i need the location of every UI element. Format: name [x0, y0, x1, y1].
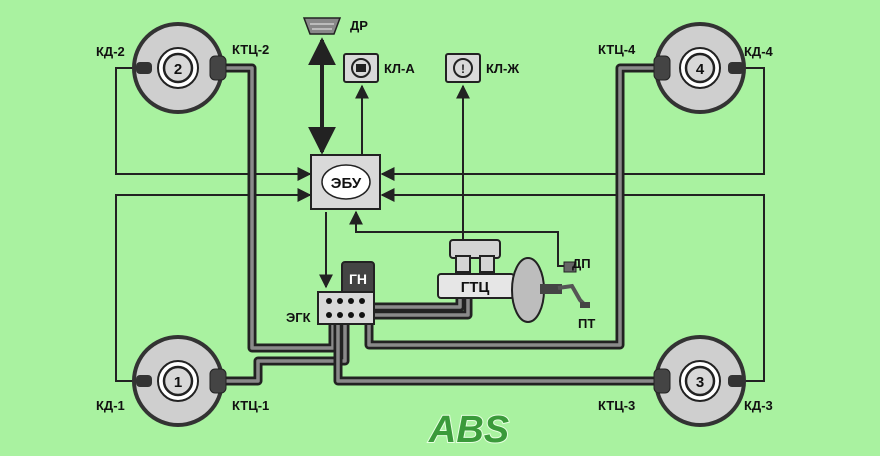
wheel-3: 3: [653, 335, 746, 427]
brake-warning-lamp: !: [445, 53, 481, 83]
klzh-label: КЛ-Ж: [486, 61, 519, 76]
wheel-1: 1: [132, 335, 227, 427]
pt-label: ПТ: [578, 316, 595, 331]
wheel-brake-cylinder: [209, 55, 227, 81]
brake-booster: [511, 257, 562, 323]
abs-logo-text: ABS: [428, 409, 509, 451]
wheel-sensor: [136, 62, 152, 74]
ktc1-label: КТЦ-1: [232, 398, 269, 413]
ktc4-label: КТЦ-4: [598, 42, 636, 57]
brake-pipes: [218, 63, 662, 386]
dp-label: ДП: [572, 256, 591, 271]
ebu-label: ЭБУ: [331, 175, 362, 192]
ktc2-label: КТЦ-2: [232, 42, 269, 57]
brake-pedal: [557, 261, 590, 308]
kd3-label: КД-3: [744, 398, 773, 413]
kd1-label: КД-1: [96, 398, 125, 413]
wheel-brake-cylinder: [653, 55, 671, 81]
hydraulic-modulator: [317, 291, 375, 325]
gtc-label: ГТЦ: [461, 279, 490, 296]
dr-label: ДР: [350, 18, 368, 33]
diagnostic-connector: [302, 17, 342, 35]
wheel-2: 2: [132, 22, 227, 114]
wheel-sensor: [728, 375, 744, 387]
master-cylinder: [437, 239, 515, 299]
wheel-number: 1: [174, 374, 182, 391]
wheel-4: 4: [653, 22, 746, 114]
kd2-label: КД-2: [96, 44, 125, 59]
kla-label: КЛ-А: [384, 61, 415, 76]
labels: КД-2 КТЦ-2 КД-1 КТЦ-1 КТЦ-4 КД-4 КТЦ-3 К…: [96, 18, 774, 413]
kd4-label: КД-4: [744, 44, 774, 59]
signal-wires: [115, 37, 765, 382]
abs-logo: ABS: [427, 408, 510, 452]
egk-label: ЭГК: [286, 310, 311, 325]
wheel-brake-cylinder: [653, 368, 671, 394]
wheel-number: 2: [174, 61, 182, 78]
svg-text:!: !: [461, 62, 465, 76]
ktc3-label: КТЦ-3: [598, 398, 635, 413]
wheel-brake-cylinder: [209, 368, 227, 394]
wheel-sensor: [728, 62, 744, 74]
ecu-unit: [310, 154, 381, 210]
gn-label: ГН: [349, 271, 367, 287]
wheel-number: 3: [696, 374, 704, 391]
wheel-number: 4: [696, 61, 705, 78]
wheel-sensor: [136, 375, 152, 387]
abs-warning-lamp: [343, 53, 379, 83]
